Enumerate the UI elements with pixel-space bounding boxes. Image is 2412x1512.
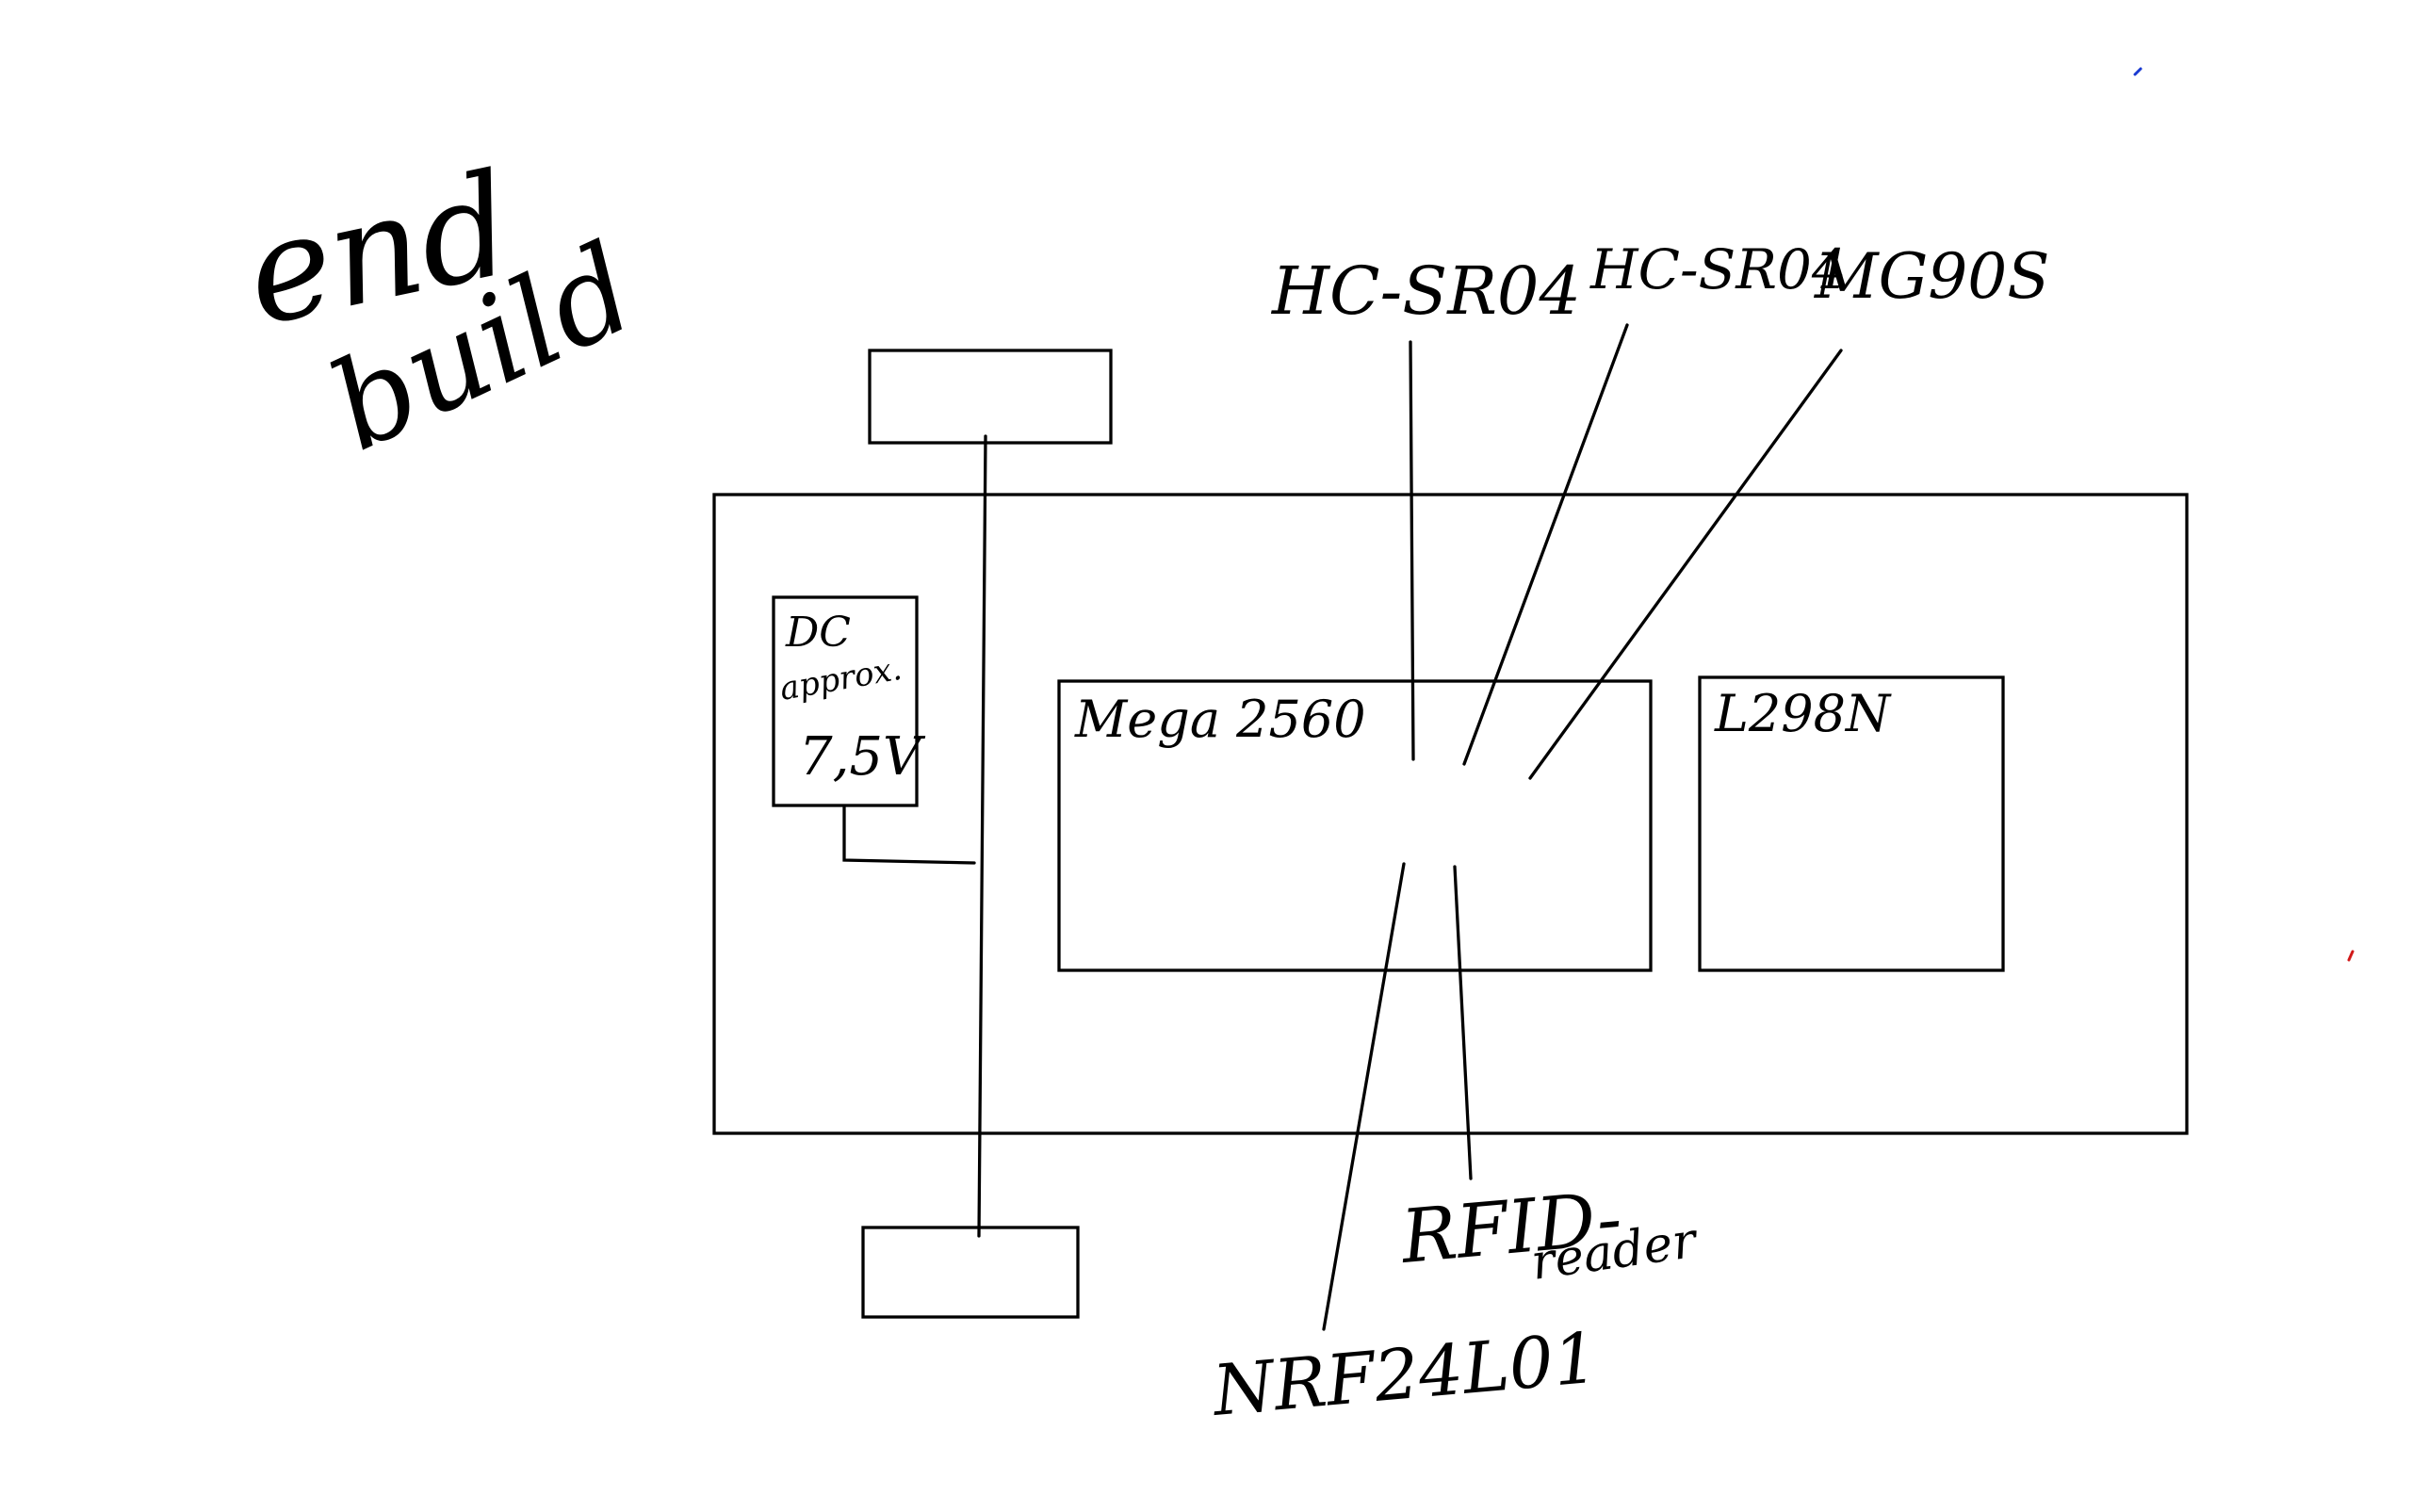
mg90s-wire bbox=[1528, 349, 1843, 780]
hc-sr04-label-1: HC-SR04 bbox=[1270, 252, 1581, 330]
wheel-bottom bbox=[861, 1226, 1080, 1319]
nrf24l01-label: NRF24L01 bbox=[1208, 1318, 1601, 1433]
rfid-wire bbox=[1453, 865, 1473, 1180]
stray-blue-mark bbox=[2133, 67, 2143, 76]
battery-label-line-3: 7,5V bbox=[799, 726, 926, 788]
axle-line bbox=[977, 434, 987, 1238]
battery-label-line-2: approx. bbox=[777, 650, 904, 708]
wheel-top bbox=[868, 349, 1113, 445]
mg90s-label: MG90S bbox=[1814, 240, 2050, 313]
hc-sr04-1-wire bbox=[1409, 340, 1415, 761]
battery-label-line-1: DC bbox=[785, 609, 851, 657]
battery-box bbox=[772, 595, 919, 807]
l298n-box bbox=[1698, 675, 2005, 972]
chassis-outline bbox=[712, 493, 2189, 1135]
l298n-label: L298N bbox=[1714, 684, 1892, 743]
battery-wire bbox=[842, 805, 976, 865]
nrf24l01-wire bbox=[1322, 862, 1406, 1331]
hc-sr04-2-wire bbox=[1462, 323, 1629, 766]
hc-sr04-label-2: HC-SR04 bbox=[1589, 237, 1847, 301]
mega-2560-label: Mega 2560 bbox=[1074, 690, 1366, 749]
stray-red-mark bbox=[2347, 950, 2355, 962]
rfid-label: RFID- bbox=[1396, 1177, 1625, 1280]
mega-2560-box bbox=[1057, 679, 1653, 972]
